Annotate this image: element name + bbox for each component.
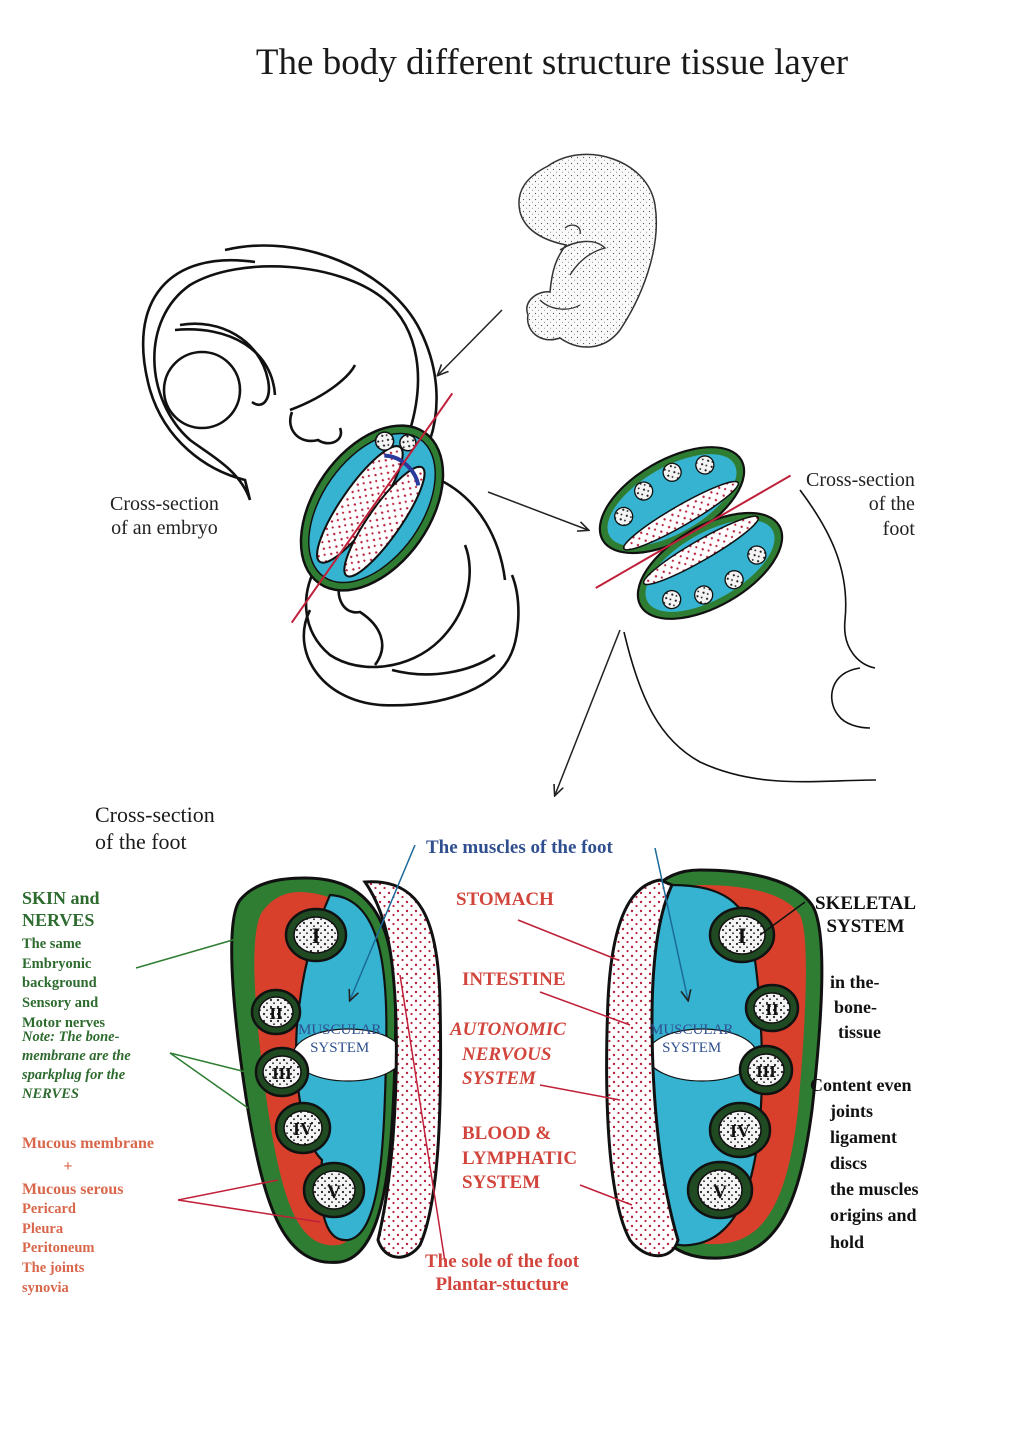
right-foot-section: I II III IV V: [605, 868, 824, 1260]
mucous-heading: Mucous membrane + Mucous serous: [22, 1132, 154, 1202]
label-line: of the: [868, 493, 915, 516]
muscular-system-right-label: MUSCULAR SYSTEM: [650, 1021, 733, 1058]
sole-label: The sole of the foot Plantar-stucture: [425, 1250, 579, 1296]
autonomic-label: AUTONOMIC NERVOUS SYSTEM: [450, 1018, 566, 1092]
label-line: of an embryo: [111, 517, 218, 540]
label-line: of the foot: [95, 828, 187, 854]
skin-nerves-heading: SKIN and NERVES: [22, 888, 100, 932]
label-line: SKELETAL: [815, 893, 917, 914]
intestine-label: INTESTINE: [462, 969, 566, 990]
foot-cross-section-small: [595, 446, 792, 620]
list-item: The joints: [22, 1260, 85, 1277]
skeletal-content-label: Content even joints ligament discs the m…: [810, 1072, 919, 1255]
label-line: SYSTEM: [662, 1040, 722, 1057]
left-bone-3-numeral: III: [272, 1064, 292, 1083]
label-line: Note: The bone-: [22, 1029, 120, 1045]
label-line: joints: [830, 1101, 874, 1122]
label-line: in the-: [830, 972, 880, 992]
label-line: Cross-section: [95, 802, 215, 827]
label-line: SYSTEM: [826, 916, 905, 938]
label-line: AUTONOMIC: [450, 1019, 566, 1040]
label-line: Motor nerves: [22, 1014, 106, 1031]
muscular-system-left-label: MUSCULAR SYSTEM: [298, 1021, 381, 1058]
left-bone-numerals: I II III IV V: [269, 923, 341, 1203]
right-bone-numerals: I II III IV V: [713, 923, 779, 1203]
left-bone-1-numeral: I: [312, 923, 321, 948]
bone-tissue-label: in the- bone- tissue: [830, 970, 881, 1046]
skin-nerves-note: Note: The bone- membrane are the sparkpl…: [22, 1028, 131, 1103]
label-line: MUSCULAR: [650, 1022, 734, 1038]
left-bone-4-numeral: IV: [293, 1119, 313, 1139]
label-line: The sole of the foot: [425, 1251, 580, 1272]
label-line: background: [22, 975, 97, 992]
label-line: foot: [882, 517, 915, 540]
embryo-cross-section-label: Cross-section of an embryo: [110, 492, 219, 541]
blood-lymphatic-label: BLOOD & LYMPHATIC SYSTEM: [462, 1122, 577, 1196]
left-bone-5-numeral: V: [327, 1182, 341, 1203]
label-line: origins and: [830, 1205, 917, 1226]
label-line: NERVES: [22, 1085, 79, 1102]
label-line: Plantar-stucture: [435, 1274, 569, 1296]
right-bones: [686, 906, 800, 1220]
label-line: membrane are the: [22, 1047, 131, 1064]
left-foot-section: I II III IV V: [230, 876, 443, 1264]
stomach-label: STOMACH: [456, 889, 554, 910]
foot-outline: [623, 489, 877, 783]
list-item: synovia: [22, 1279, 69, 1296]
label-line: +: [63, 1158, 73, 1176]
right-bone-3-numeral: III: [756, 1062, 776, 1081]
embryo-illustration: [518, 153, 657, 348]
label-line: MUSCULAR: [298, 1022, 382, 1038]
right-bone-1-numeral: I: [738, 923, 747, 948]
label-line: SYSTEM: [310, 1040, 370, 1057]
right-bone-2-numeral: II: [765, 1000, 779, 1019]
label-line: Content even: [810, 1075, 912, 1095]
label-line: Embryonic: [22, 955, 92, 972]
right-sole-layer: [605, 878, 680, 1258]
label-line: bone-: [834, 997, 878, 1018]
embryo-cross-section: [290, 392, 454, 624]
mucous-list: Pericard Pleura Peritoneum The joints sy…: [22, 1200, 94, 1299]
label-line: Cross-section: [110, 493, 219, 515]
label-line: LYMPHATIC: [462, 1147, 578, 1169]
label-line: SYSTEM: [462, 1068, 536, 1090]
skeletal-system-label: SKELETAL SYSTEM: [815, 892, 916, 938]
list-item: Pleura: [22, 1220, 64, 1237]
label-line: Cross-section: [806, 469, 915, 491]
right-bone-4-numeral: IV: [730, 1121, 750, 1141]
label-line: BLOOD &: [462, 1123, 552, 1144]
label-line: Sensory and: [22, 995, 99, 1012]
label-line: the muscles: [830, 1179, 919, 1200]
foot-cross-section-main-label: Cross-section of the foot: [95, 802, 215, 856]
label-line: SYSTEM: [462, 1172, 541, 1194]
label-line: hold: [830, 1231, 865, 1252]
label-line: sparkplug for the: [22, 1066, 126, 1083]
label-line: ligament: [830, 1127, 897, 1148]
label-line: SKIN and: [22, 888, 100, 908]
label-line: Mucous serous: [22, 1181, 124, 1199]
embryo-outline: [141, 244, 520, 707]
label-line: NERVOUS: [462, 1043, 552, 1065]
left-bones: [250, 907, 366, 1219]
label-line: The same: [22, 936, 82, 952]
skin-nerves-body: The same Embryonic background Sensory an…: [22, 935, 105, 1034]
label-line: discs: [830, 1153, 868, 1174]
foot-cross-section-small-label: Cross-section of the foot: [806, 468, 915, 541]
left-sole-layer: [362, 880, 443, 1259]
label-line: NERVES: [22, 909, 95, 930]
pointer-lines: [135, 844, 806, 1263]
right-bone-5-numeral: V: [713, 1182, 727, 1203]
list-item: Pericard: [22, 1201, 76, 1217]
label-line: tissue: [838, 1022, 882, 1043]
left-bone-2-numeral: II: [269, 1004, 283, 1023]
muscles-of-foot-label: The muscles of the foot: [426, 837, 613, 858]
page-title: The body different structure tissue laye…: [255, 42, 849, 83]
flow-arrows: [438, 309, 621, 795]
label-line: Mucous membrane: [22, 1135, 154, 1152]
list-item: Peritoneum: [22, 1240, 95, 1257]
